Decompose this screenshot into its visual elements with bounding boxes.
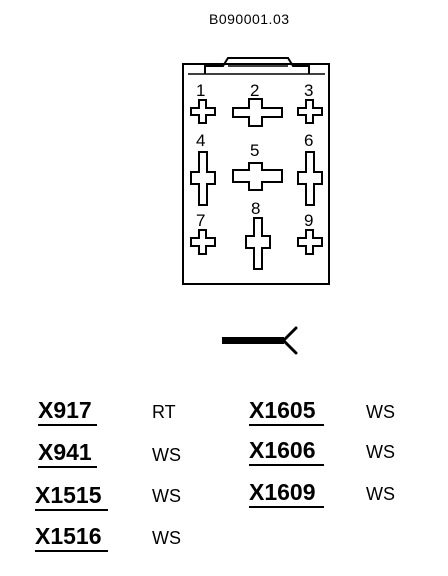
color-code: RT: [152, 402, 176, 422]
pin-number: 7: [196, 211, 205, 230]
pin-1-cavity: [190, 99, 216, 124]
pin-2: 2: [232, 81, 283, 127]
pin-5-cavity: [232, 162, 283, 191]
pin-number: 9: [304, 211, 313, 230]
pin-9-cavity: [297, 229, 323, 255]
connector-plug-icon: [222, 326, 298, 355]
color-code: WS: [152, 486, 181, 506]
connector-id: X1605: [249, 397, 316, 423]
connector-row: X917 RT: [38, 397, 176, 426]
pin-3: 3: [297, 81, 323, 124]
pin-3-cavity: [297, 99, 323, 124]
pin-number: 3: [304, 81, 313, 100]
connector-row: X1515 WS: [35, 482, 181, 511]
pin-4: 4: [190, 131, 216, 206]
connector-row: X1605 WS: [249, 397, 395, 426]
color-code: WS: [366, 484, 395, 504]
pin-5: 5: [232, 141, 283, 191]
pin-9: 9: [297, 211, 323, 255]
pin-number: 1: [196, 81, 205, 100]
color-code: WS: [152, 528, 181, 548]
pin-1: 1: [190, 81, 216, 124]
connector-list: X917 RT X941 WS X1515 WS X1516 WS X1605 …: [35, 397, 395, 552]
pin-7-cavity: [190, 229, 216, 255]
connector-row: X1606 WS: [249, 437, 395, 466]
color-code: WS: [152, 445, 181, 465]
pin-8: 8: [245, 199, 271, 270]
pin-group: 1 2 3 4 5 6 7: [190, 81, 323, 270]
color-code: WS: [366, 442, 395, 462]
pin-6-cavity: [297, 151, 323, 206]
pin-number: 5: [250, 141, 259, 160]
connector-row: X941 WS: [38, 439, 181, 468]
connector-row: X1609 WS: [249, 479, 395, 508]
pin-number: 2: [250, 81, 259, 100]
connector-id: X1515: [35, 482, 102, 508]
connector-id: X1516: [35, 523, 102, 549]
connector-id: X917: [38, 397, 92, 423]
pin-4-cavity: [190, 151, 216, 206]
pin-8-cavity: [245, 217, 271, 270]
color-code: WS: [366, 402, 395, 422]
pin-2-cavity: [232, 98, 283, 127]
pin-number: 4: [196, 131, 205, 150]
figure-reference: B090001.03: [209, 11, 290, 27]
pin-6: 6: [297, 131, 323, 206]
connector-row: X1516 WS: [35, 523, 181, 552]
pin-number: 8: [251, 199, 260, 218]
connector-id: X1609: [249, 479, 316, 505]
connector-id: X941: [38, 439, 92, 465]
pin-7: 7: [190, 211, 216, 255]
connector-id: X1606: [249, 437, 316, 463]
pin-number: 6: [304, 131, 313, 150]
